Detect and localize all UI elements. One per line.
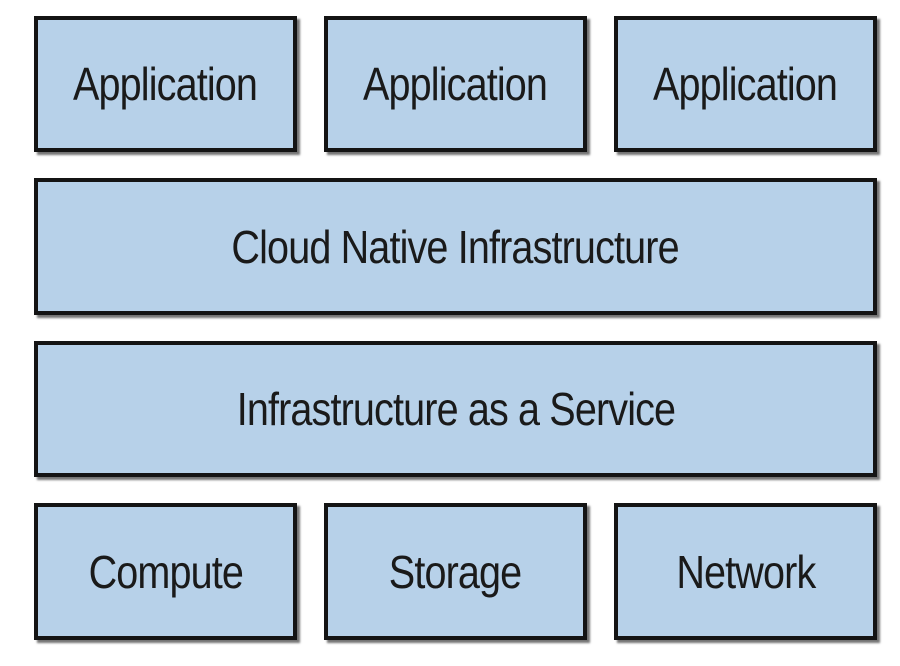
storage-label: Storage — [389, 545, 522, 598]
network-label: Network — [675, 545, 816, 598]
cloud-native-infrastructure-label: Cloud Native Infrastructure — [231, 220, 680, 273]
application-box-2: Application — [324, 16, 587, 152]
compute-box: Compute — [34, 503, 297, 640]
compute-label: Compute — [88, 545, 243, 598]
application-box-3: Application — [614, 16, 877, 152]
storage-box: Storage — [324, 503, 587, 640]
application-box-1: Application — [34, 16, 297, 152]
application-label-1: Application — [73, 58, 258, 110]
network-box: Network — [614, 503, 877, 640]
cloud-native-infrastructure-layer: Cloud Native Infrastructure — [34, 178, 877, 315]
infrastructure-as-a-service-layer: Infrastructure as a Service — [34, 341, 877, 477]
application-label-2: Application — [363, 58, 548, 110]
infrastructure-as-a-service-label: Infrastructure as a Service — [236, 383, 675, 435]
application-label-3: Application — [653, 58, 838, 110]
